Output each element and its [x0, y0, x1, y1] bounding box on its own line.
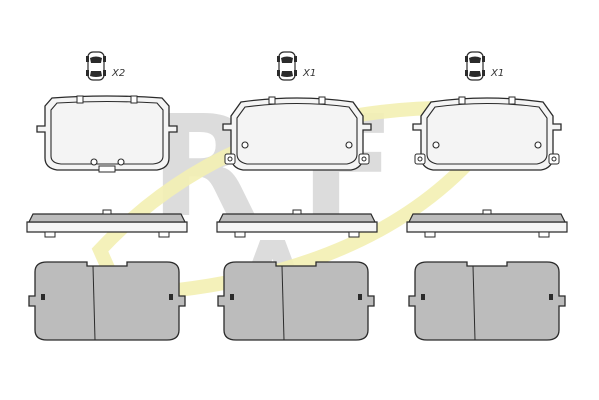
pad-side-profile	[406, 209, 568, 238]
pad-column-1: X2	[26, 51, 188, 341]
pad-friction-face	[408, 261, 566, 341]
rivet-hole	[534, 141, 542, 149]
rivet-hole	[241, 141, 249, 149]
rivet-hole	[345, 141, 353, 149]
backing-plate-outline	[412, 96, 562, 171]
pad-friction-face	[28, 261, 186, 341]
rivet-hole	[117, 158, 125, 166]
pad-column-3: X1	[406, 51, 568, 341]
pad-column-2: X1	[216, 51, 378, 341]
car-top-view-icon	[85, 51, 107, 81]
quantity-label: X1	[490, 68, 504, 79]
quantity-label: X2	[111, 68, 125, 79]
quantity-label: X1	[302, 68, 316, 79]
backing-plate-outline	[36, 95, 178, 173]
rivet-hole	[432, 141, 440, 149]
backing-plate-outline	[222, 96, 372, 171]
rivet-hole	[90, 158, 98, 166]
car-top-view-icon	[276, 51, 298, 81]
car-top-view-icon	[464, 51, 486, 81]
pad-friction-face	[217, 261, 375, 341]
